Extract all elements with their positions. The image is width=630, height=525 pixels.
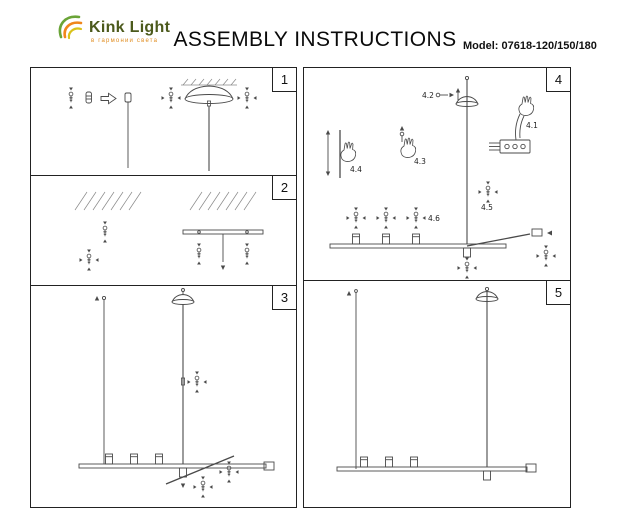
step-5-diagram [336,286,537,481]
screw-icon [346,207,366,229]
screw-icon [237,87,257,109]
up-arrow-icon [94,296,100,301]
lamp-bar-drawing [336,466,528,472]
terminal-block-drawing [489,139,531,154]
brand-name: Kink Light [89,19,171,36]
wires-drawing [515,113,525,141]
logo-swirl-icon [58,15,83,40]
screw-icon [68,87,74,109]
screw-icon [536,245,556,267]
lamp-bar-drawing [78,463,267,469]
screw-icon [196,243,202,265]
model-number: Model: 07618-120/150/180 [463,40,597,52]
right-arrow-icon [449,92,454,98]
hanging-socket-drawing [179,467,187,478]
ceiling-hatch [181,78,237,86]
screw-icon [376,207,396,229]
brand-logo: Kink Light в гармонии света [55,14,170,44]
lamp-socket-drawing [352,233,360,245]
screw-icon [478,181,498,203]
screw-icon [244,243,250,265]
screw-icon [457,257,477,279]
step-number-box-4: 4 [546,68,570,92]
hanging-socket-drawing [463,247,471,258]
screw-icon [79,249,99,271]
up-arrow-icon [399,126,405,131]
up-arrow-icon [325,130,331,135]
step-3-section: 3 [31,286,296,507]
ceiling-patch-right [189,191,257,211]
mounting-bracket-drawing [182,229,264,235]
screw-icon [102,221,108,243]
left-panel: 1 [30,67,297,508]
down-arrow-icon [180,483,186,488]
lamp-socket-drawing [360,456,368,468]
lamp-socket-drawing [105,453,113,465]
screw-icon [406,207,426,229]
step-number-box-1: 1 [272,68,296,92]
step-2-section: 2 [31,176,296,286]
screw-icon [161,87,181,109]
step-4-section: 4.2 4.1 4.4 4.3 4.5 4.6 4 [304,68,570,281]
suspension-wire-drawing [354,289,358,469]
insert-arrow-icon [100,92,117,105]
left-arrow-icon [547,230,552,236]
step-4-diagram: 4.2 4.1 4.4 4.3 4.5 4.6 [325,75,556,279]
substep-4-3-label: 4.3 [414,157,426,166]
lamp-socket-drawing [410,456,418,468]
lamp-socket-drawing [385,456,393,468]
right-panel: 4.2 4.1 4.4 4.3 4.5 4.6 4 [303,67,571,508]
step-1-diagram [68,78,257,171]
lamp-socket-drawing [130,453,138,465]
step-number-box-2: 2 [272,176,296,200]
step-5-section: 5 [304,281,570,507]
end-cap-drawing [531,228,543,237]
down-arrow-icon [325,171,331,176]
lamp-socket-drawing [155,453,163,465]
center-hanger-drawing [220,234,226,270]
wall-plug-drawing [85,91,92,104]
suspension-wire-drawing [101,295,107,464]
end-cap-drawing [263,461,275,471]
hand-drawing [518,95,535,117]
step-number-box-3: 3 [272,286,296,310]
up-arrow-icon [346,291,352,296]
substep-4-6-label: 4.6 [428,214,440,223]
ceiling-patch-left [74,191,142,211]
swing-arm-drawing [466,233,531,247]
hand-drawing [340,141,357,163]
brand-tagline: в гармонии света [91,38,159,44]
screw-icon [219,461,239,483]
step-number-box-5: 5 [546,281,570,305]
lamp-socket-drawing [382,233,390,245]
step-2-diagram [74,191,264,271]
hand-drawing [400,137,417,159]
substep-4-4-label: 4.4 [350,165,362,174]
step-3-diagram [78,288,275,498]
substep-4-5-label: 4.5 [481,203,493,212]
screw-icon [187,371,207,393]
substep-4-2-label: 4.2 [422,91,434,100]
lamp-bar-drawing [329,243,507,249]
page-title: ASSEMBLY INSTRUCTIONS [173,28,457,51]
step-1-section: 1 [31,68,296,176]
end-cap-drawing [525,463,537,473]
up-arrow-icon [455,88,461,93]
ceiling-canopy-drawing [171,294,195,305]
substep-4-1-label: 4.1 [526,121,538,130]
lamp-socket-drawing [412,233,420,245]
screw-icon [193,476,213,498]
hanging-socket-drawing [483,470,491,481]
suspension-screw-drawing [124,92,132,168]
swing-arm-drawing [165,455,235,485]
